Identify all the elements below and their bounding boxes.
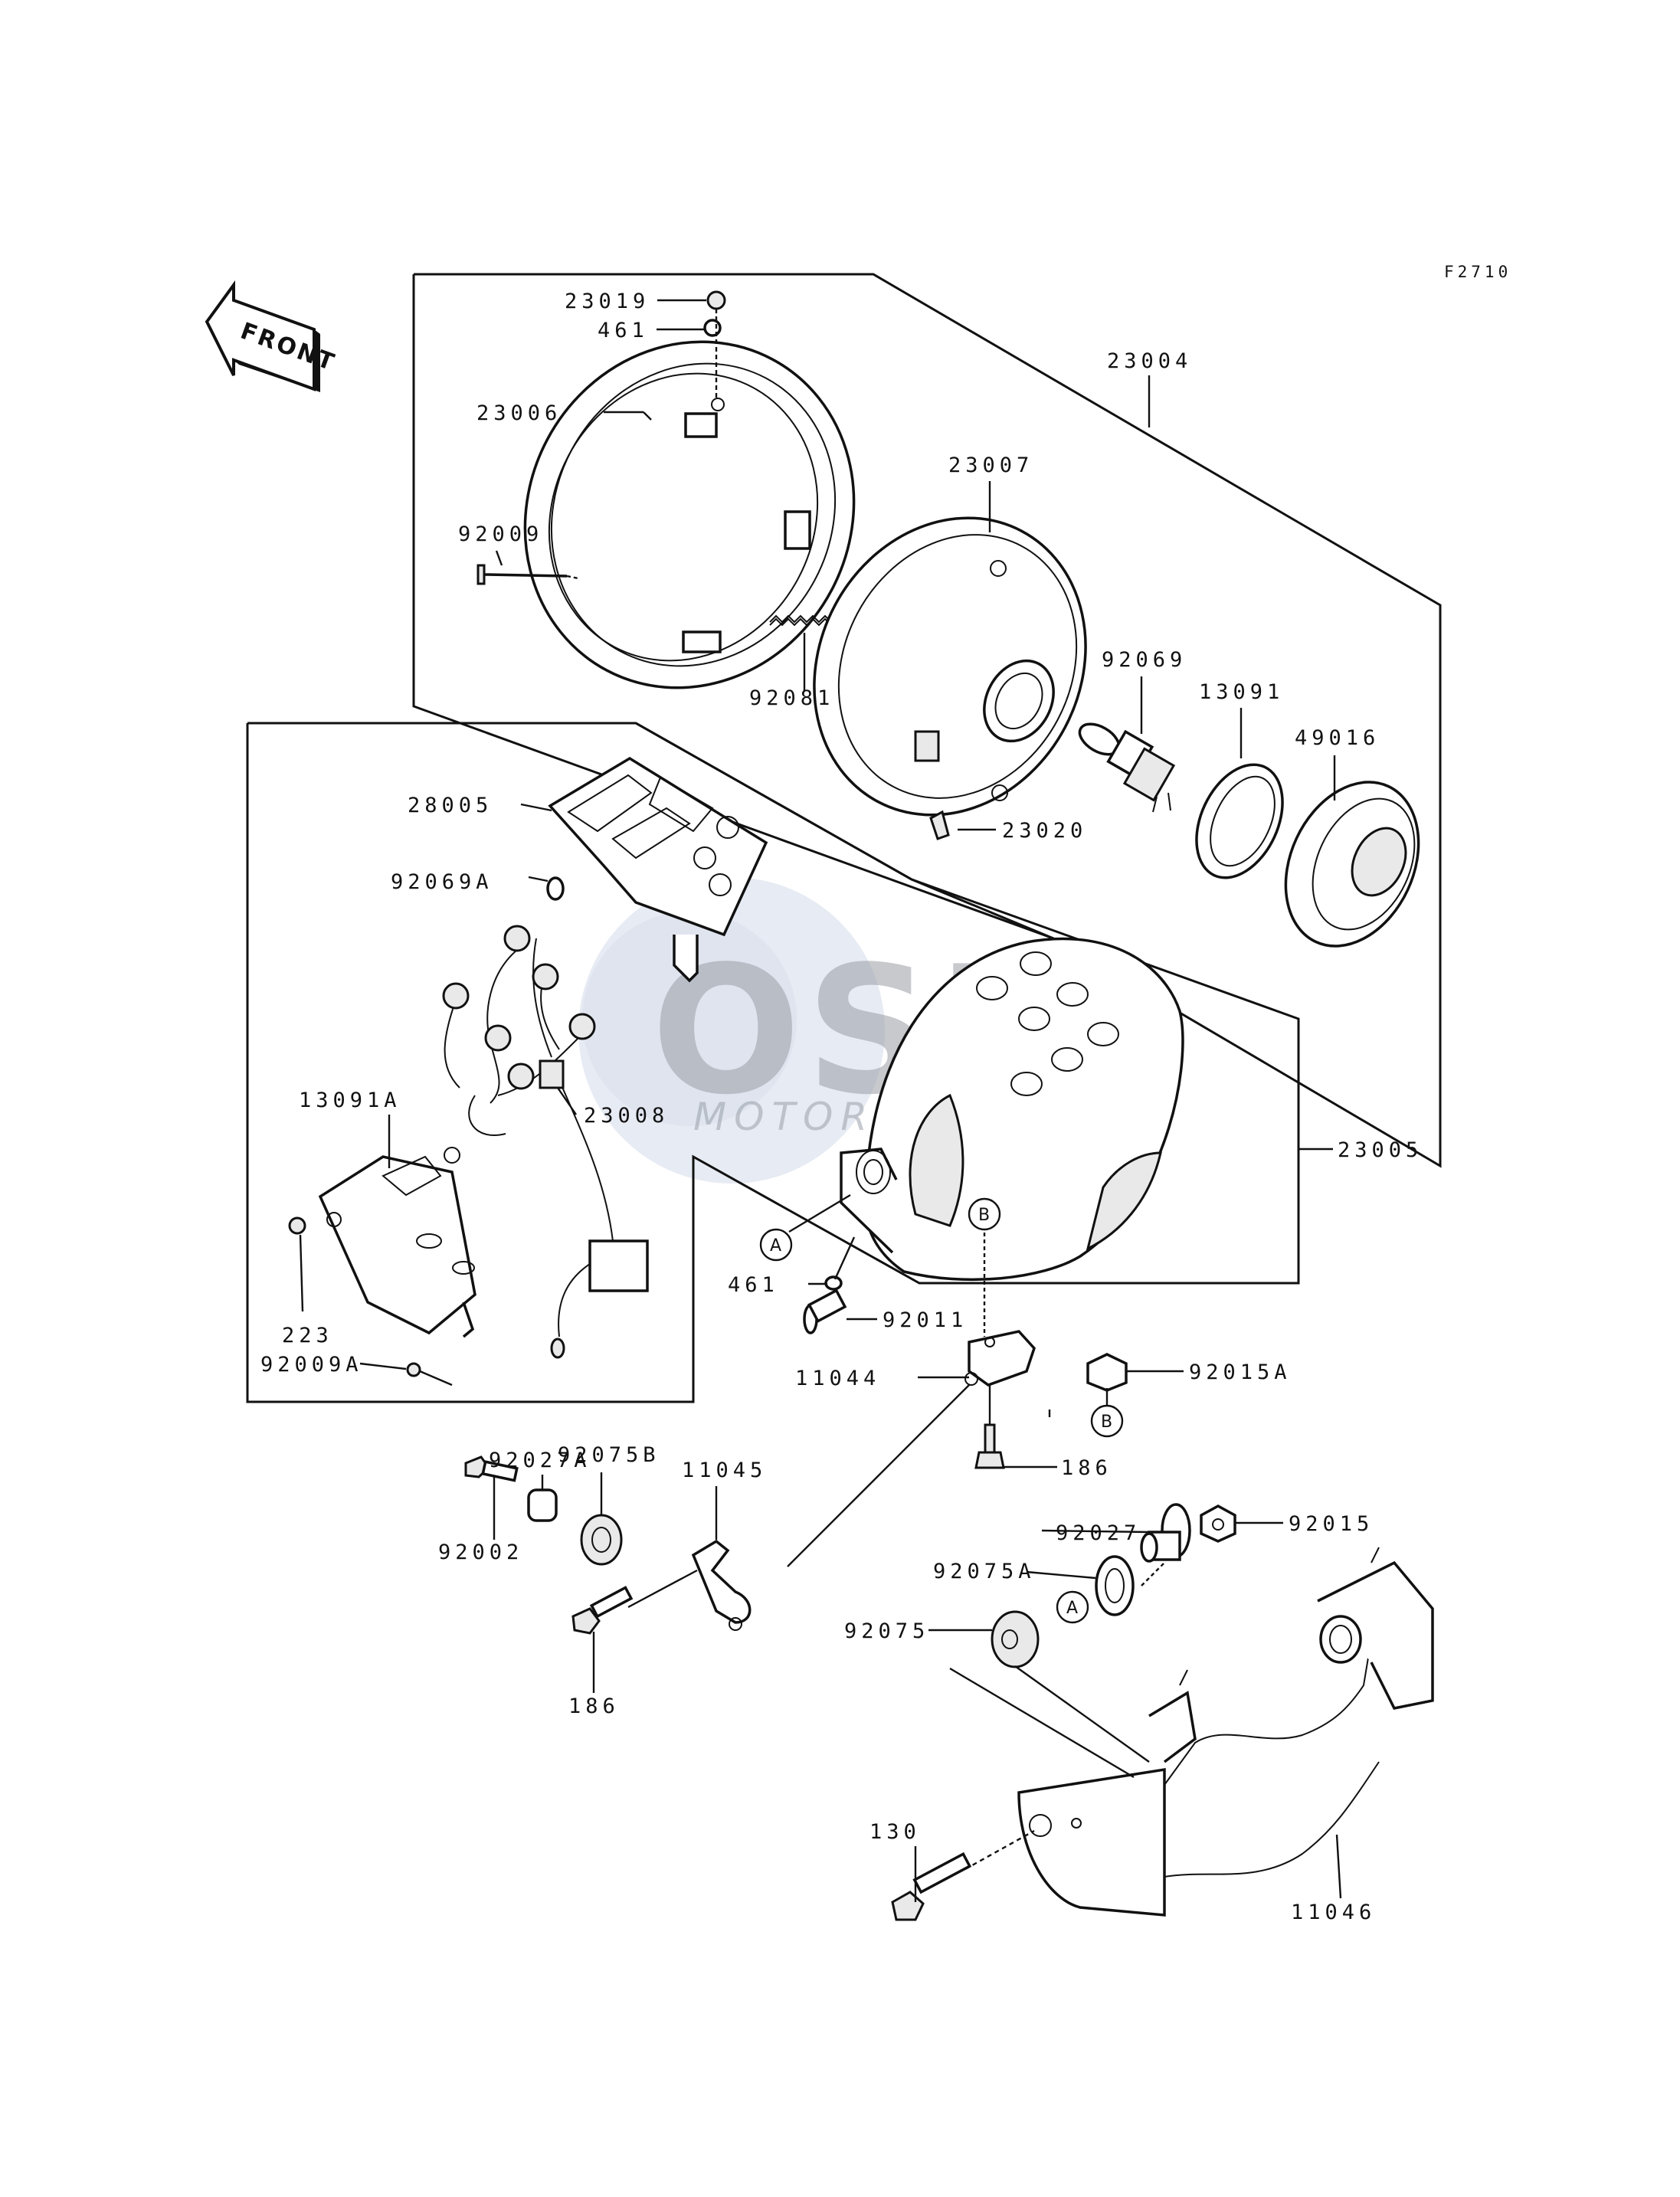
washer-92075A [1095,1555,1135,1616]
label-13091A: 13091A [299,1089,401,1112]
housing-outline [246,722,1300,1403]
headlight-reflector [813,516,1087,817]
bolt-186-lower [571,1586,634,1635]
label-23006: 23006 [476,401,562,425]
bolt-92011 [803,1288,847,1334]
label-92009A: 92009A [260,1353,363,1377]
label-11044: 11044 [795,1367,880,1390]
label-186-b: 186 [568,1694,620,1718]
label-49016: 49016 [1295,726,1380,750]
label-130: 130 [869,1820,921,1844]
bolt-186-upper [974,1423,1005,1469]
label-92009: 92009 [458,522,543,546]
ref-marker-a-2: A [1056,1590,1089,1624]
nut-92015 [1200,1505,1236,1543]
label-92015: 92015 [1289,1512,1374,1536]
bracket-13091A [318,1147,476,1338]
screw-223 [288,1216,306,1235]
bolt-92002 [464,1455,519,1482]
label-92075A: 92075A [933,1560,1036,1583]
nut-92015A [1086,1353,1128,1392]
indicator-panel-28005 [546,756,768,983]
collar-92027 [1140,1503,1191,1563]
label-28005: 28005 [408,794,493,817]
bulb-retainer-13091 [1195,763,1284,879]
label-92011: 92011 [883,1308,968,1332]
label-23004: 23004 [1107,349,1192,373]
nut-461-top [703,319,722,337]
svg-text:A: A [770,1236,781,1256]
label-23019: 23019 [565,290,650,313]
headlight-rim [523,340,856,689]
svg-text:B: B [978,1206,990,1225]
label-11045: 11045 [682,1459,767,1482]
bulb-92069 [1078,722,1176,813]
label-461-mid: 461 [728,1273,779,1297]
screw-92009 [476,564,579,585]
bolt-130 [891,1852,972,1921]
dust-cover-49016 [1284,781,1420,948]
label-23005: 23005 [1338,1138,1423,1162]
ref-marker-a-1: A [759,1228,793,1262]
label-92075B: 92075B [558,1443,660,1467]
figure-code: F2710 [1444,263,1511,281]
bracket-11044 [964,1330,1036,1387]
label-23020: 23020 [1002,819,1087,843]
bracket-11045 [691,1539,752,1631]
front-arrow-icon: FRONT [205,280,339,392]
label-23007: 23007 [948,453,1033,477]
label-223: 223 [282,1324,333,1347]
bracket-11046 [1017,1547,1434,1917]
svg-text:B: B [1101,1413,1112,1432]
label-186-a: 186 [1061,1456,1112,1480]
label-92075: 92075 [844,1619,929,1643]
label-92027: 92027 [1056,1521,1141,1545]
grommet-92075 [991,1610,1040,1668]
label-13091: 13091 [1199,680,1284,704]
headlight-assembly-outline [412,273,1442,1168]
label-11046: 11046 [1291,1901,1376,1924]
screw-23019 [706,290,726,310]
wiring-harness-23008 [442,925,649,1359]
screw-92009A [406,1362,453,1387]
svg-text:A: A [1066,1599,1078,1618]
clip-23020 [929,810,950,840]
grommet-92075B [580,1514,623,1566]
part-labels: 23019 461 23006 92009 23004 23007 92081 … [260,290,1423,1924]
label-92002: 92002 [438,1541,523,1564]
label-461-top: 461 [598,319,649,342]
label-92027A: 92027A [489,1449,591,1472]
label-92069: 92069 [1102,648,1187,672]
nut-461-mid [824,1275,843,1291]
label-23008: 23008 [584,1104,669,1128]
label-92081: 92081 [749,686,834,710]
ref-marker-b-2: B [1090,1404,1124,1438]
collar-92027A [527,1488,558,1522]
label-92015A: 92015A [1189,1360,1292,1384]
ref-marker-b-1: B [968,1197,1001,1231]
headlight-housing-23005 [840,937,1184,1282]
leader-lines [299,299,1342,1902]
label-92069A: 92069A [391,870,493,894]
